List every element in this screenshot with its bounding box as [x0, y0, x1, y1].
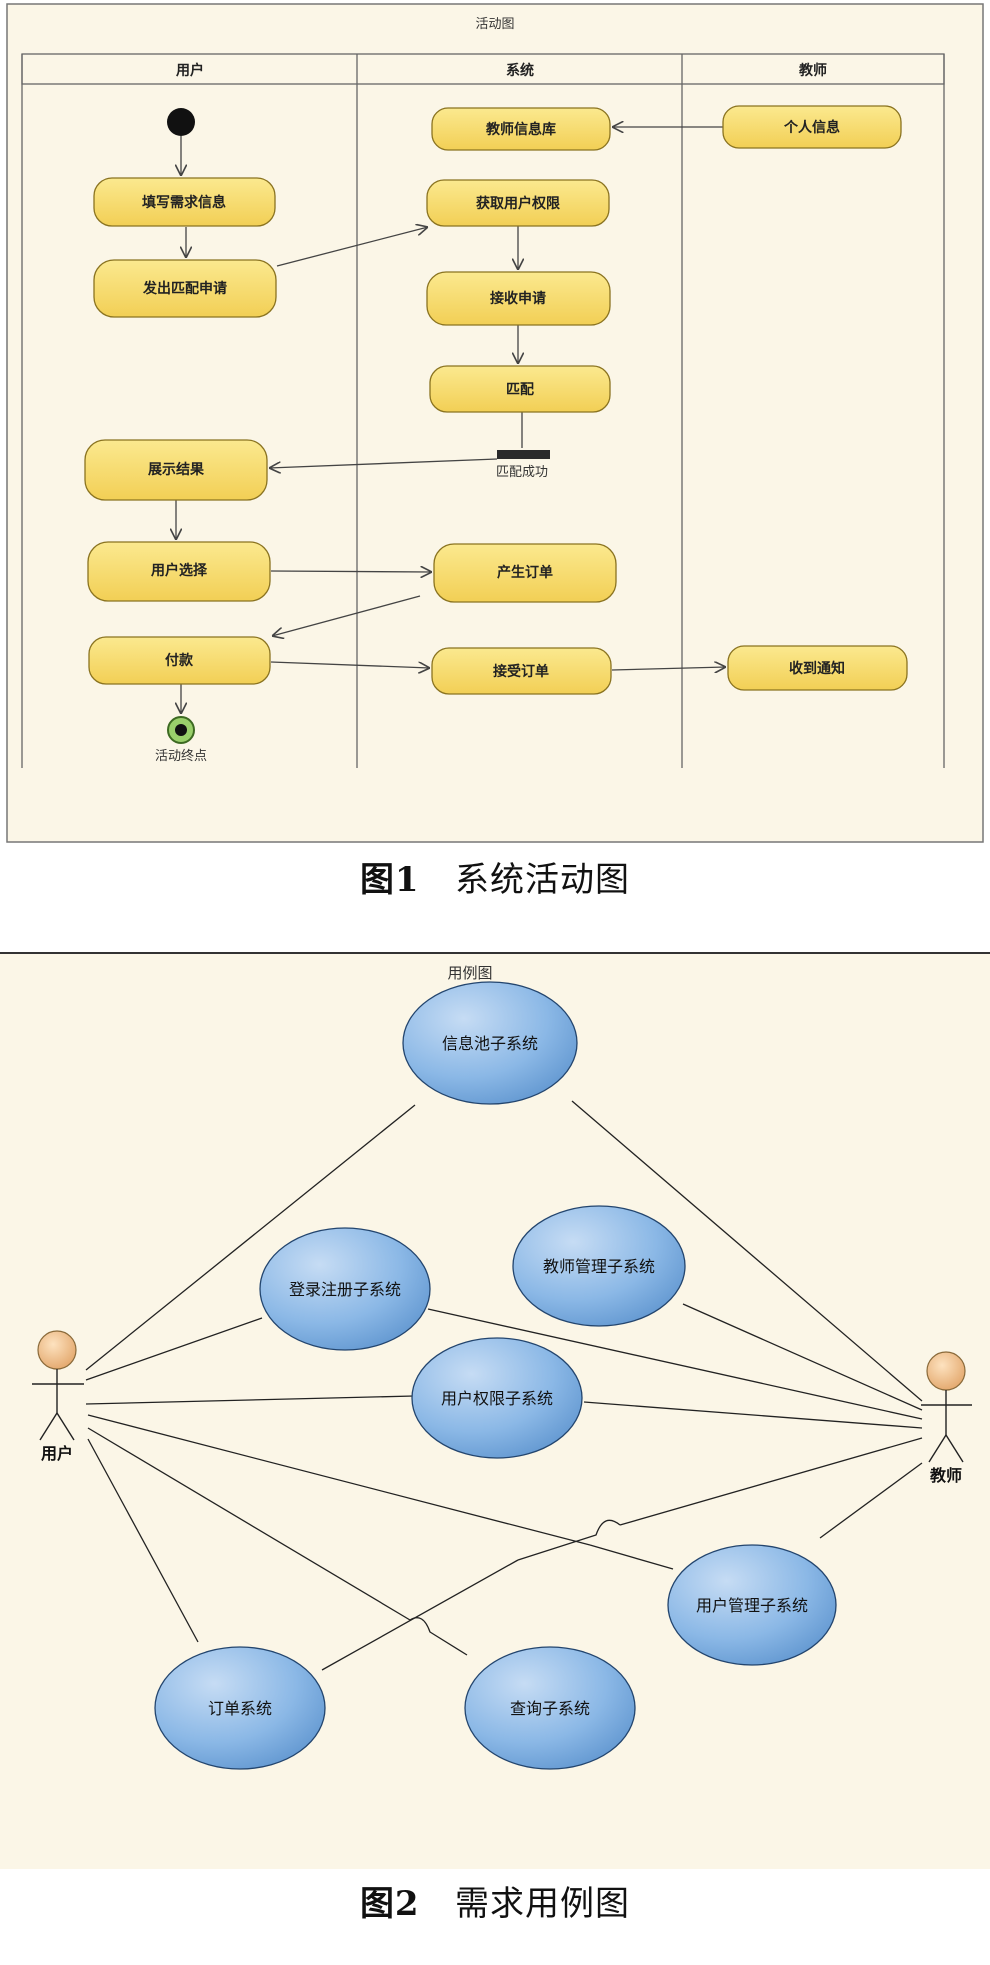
activity-label: 填写需求信息: [142, 194, 226, 211]
activity-show-result: 展示结果: [84, 439, 268, 501]
actor-head-icon: [37, 1330, 77, 1370]
activity-label: 产生订单: [497, 564, 553, 581]
lane-header-teacher: 教师: [799, 62, 827, 79]
actor-head-icon: [926, 1351, 966, 1391]
activity-receive-request: 接收申请: [426, 271, 611, 326]
activity-label: 获取用户权限: [476, 195, 560, 212]
activity-label: 付款: [165, 652, 194, 669]
usecase-query: 查询子系统: [464, 1646, 636, 1770]
activity-label: 用户选择: [151, 562, 208, 579]
activity-label: 教师信息库: [486, 121, 556, 138]
figure1-caption: 图1 系统活动图: [0, 852, 990, 901]
fork-bar: [497, 450, 550, 459]
activity-label: 匹配: [506, 382, 534, 398]
usecase-user-permission: 用户权限子系统: [411, 1337, 583, 1459]
activity-accept-order: 接受订单: [431, 647, 612, 695]
activity-edges: [176, 127, 726, 714]
usecase-label: 信息池子系统: [442, 1034, 538, 1053]
usecase-frame-title: 用例图: [447, 964, 492, 982]
activity-receive-notice: 收到通知: [727, 645, 908, 691]
end-node-core: [175, 724, 187, 736]
activity-label: 发出匹配申请: [142, 280, 227, 297]
activity-pay: 付款: [88, 636, 271, 685]
end-label: 活动终点: [155, 748, 207, 764]
figure2-caption: 图2 需求用例图: [0, 1876, 990, 1925]
usecase-teacher-manage: 教师管理子系统: [512, 1205, 686, 1327]
lane-header-user: 用户: [176, 62, 204, 79]
usecase-label: 登录注册子系统: [289, 1280, 401, 1299]
activity-teacher-db: 教师信息库: [431, 107, 611, 151]
activity-get-permission: 获取用户权限: [426, 179, 610, 227]
actor-user: 用户: [32, 1330, 84, 1463]
figure2-caption-text: 需求用例图: [455, 1884, 631, 1924]
usecase-label: 用户管理子系统: [696, 1596, 808, 1615]
usecase-user-manage: 用户管理子系统: [667, 1544, 837, 1666]
activity-label: 接受订单: [493, 663, 549, 680]
actor-label: 用户: [41, 1444, 73, 1463]
usecase-order: 订单系统: [154, 1646, 326, 1770]
usecase-login-register: 登录注册子系统: [259, 1227, 431, 1351]
actor-label: 教师: [930, 1466, 962, 1485]
activity-match: 匹配: [429, 365, 611, 413]
activity-label: 个人信息: [783, 119, 840, 136]
swimlanes: [21, 53, 945, 768]
activity-label: 收到通知: [789, 660, 845, 677]
usecase-diagram: 用例图 信息池子系统: [0, 952, 990, 1869]
figure1-caption-number: 图1: [359, 860, 420, 900]
figure1-caption-text: 系统活动图: [455, 860, 631, 900]
activity-personal-info: 个人信息: [722, 105, 902, 149]
usecase-label: 查询子系统: [510, 1699, 590, 1718]
usecase-info-pool: 信息池子系统: [402, 981, 578, 1105]
activity-label: 接收申请: [490, 290, 546, 307]
activity-fill-request: 填写需求信息: [93, 177, 276, 227]
activity-send-match: 发出匹配申请: [93, 259, 277, 318]
associations: [85, 1100, 923, 1671]
actor-teacher: 教师: [921, 1351, 972, 1485]
fork-label: 匹配成功: [496, 465, 548, 480]
lane-header-system: 系统: [506, 62, 534, 79]
start-node: [167, 108, 195, 136]
activity-frame-title: 活动图: [475, 17, 514, 32]
activity-user-choose: 用户选择: [87, 541, 271, 602]
activity-label: 展示结果: [148, 461, 205, 478]
usecase-label: 教师管理子系统: [543, 1257, 655, 1276]
usecase-label: 订单系统: [208, 1699, 272, 1718]
usecase-label: 用户权限子系统: [441, 1389, 553, 1408]
activity-diagram: 活动图 用户 系统 教师: [6, 3, 984, 843]
figure2-caption-number: 图2: [359, 1884, 420, 1924]
activity-create-order: 产生订单: [433, 543, 617, 603]
